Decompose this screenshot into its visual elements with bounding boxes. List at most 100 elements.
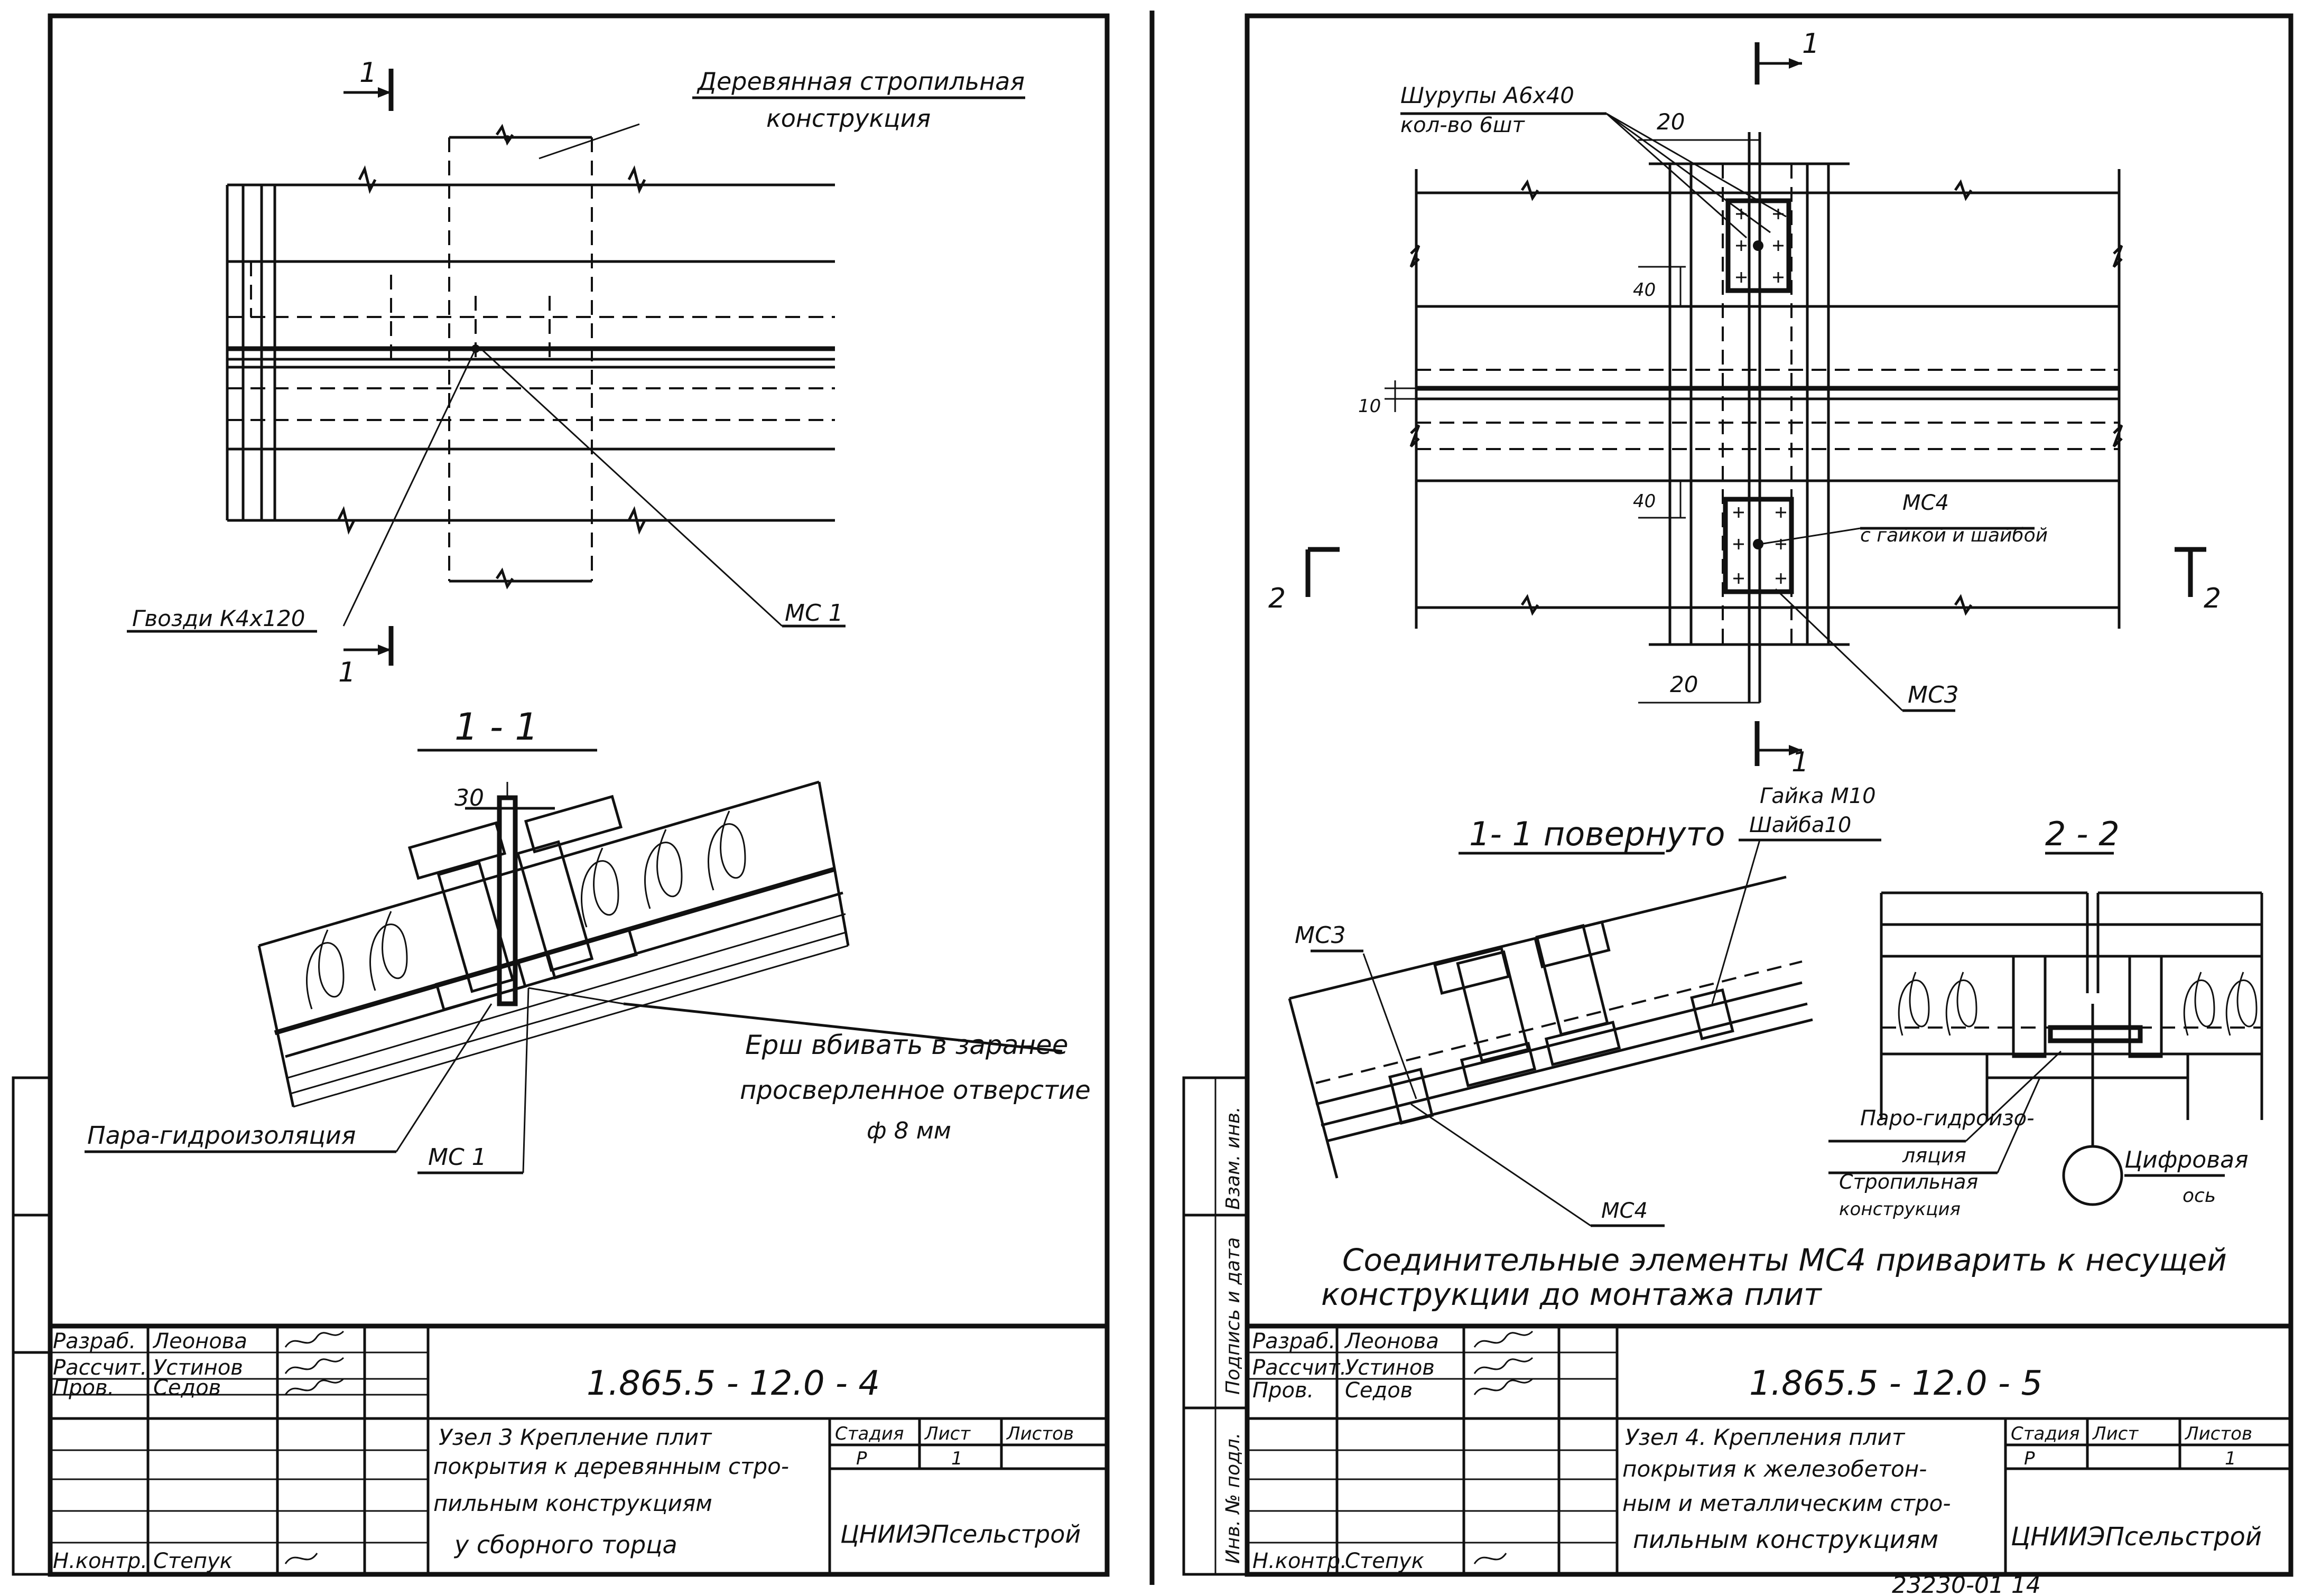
left-section-1-1	[85, 749, 1063, 1174]
left-plan-view	[127, 69, 1025, 666]
left-stamp-name-check: Седов	[153, 1376, 221, 1400]
left-dim-30: 30	[454, 785, 484, 811]
left-stamp-role-check: Пров.	[53, 1376, 114, 1400]
right-archive-number: 23230-01 14	[1892, 1572, 2041, 1596]
left-stamp-name-calc: Устинов	[153, 1356, 243, 1380]
right-label-rafter2: конструкция	[1839, 1199, 1961, 1220]
right-stamp-org: ЦНИИЭПсельстрой	[2011, 1522, 2262, 1552]
right-side-label-3: Инв. № подл.	[1222, 1433, 1244, 1564]
right-cut-2-right: 2	[2204, 583, 2221, 614]
left-label-mc1-plan: МС 1	[785, 600, 843, 627]
right-section-1-1	[1288, 838, 1881, 1227]
right-stamp-name-dev: Леонова	[1344, 1329, 1439, 1354]
left-stamp-name-norm: Степук	[153, 1549, 233, 1573]
right-label-mc4b: с гайкой и шайбой	[1860, 525, 2048, 546]
right-label-nut2: Шайба10	[1749, 813, 1851, 837]
left-label-nails: Гвозди К4х120	[132, 605, 305, 631]
right-stamp-col-stage: Стадия	[2011, 1423, 2079, 1444]
left-stamp-desc1: Узел 3 Крепление плит	[439, 1424, 712, 1450]
left-stamp-desc3: пильным конструкциям	[433, 1490, 712, 1516]
left-signature-2	[284, 1357, 345, 1374]
right-signature-3	[1473, 1378, 1534, 1395]
left-stamp-role-dev: Разраб.	[53, 1329, 136, 1354]
right-stamp-col-sheets: Листов	[2184, 1423, 2252, 1444]
right-frame	[1245, 13, 2293, 1577]
right-stamp-code: 1.865.5 - 12.0 - 5	[1749, 1364, 2042, 1403]
right-dim-40a: 40	[1633, 279, 1656, 301]
right-dim-10: 10	[1358, 396, 1381, 417]
left-stamp-role-norm: Н.контр.	[53, 1549, 147, 1573]
left-label-rafter: Деревянная стропильная	[697, 67, 1025, 96]
right-dim-20-top: 20	[1657, 109, 1685, 135]
right-stamp-desc2: покрытия к железобетон-	[1622, 1456, 1927, 1482]
right-signature-2	[1473, 1357, 1534, 1374]
left-frame	[48, 13, 1110, 1577]
right-plate-bottom	[1723, 497, 1794, 594]
right-section1-title: 1- 1 повернуто	[1469, 815, 1725, 853]
left-stamp-stage: Р	[856, 1448, 867, 1469]
left-stamp-desc2: покрытия к деревянным стро-	[433, 1453, 789, 1479]
right-stamp-sheet: 1	[2225, 1448, 2236, 1469]
right-stamp-role-check: Пров.	[1252, 1378, 1314, 1403]
left-stamp-code: 1.865.5 - 12.0 - 4	[587, 1364, 880, 1403]
right-label-mc3: МС3	[1908, 682, 1959, 708]
left-stamp-col-stage: Стадия	[835, 1423, 904, 1444]
left-label-ersh2: просверленное отверстие	[740, 1076, 1091, 1105]
right-stamp-role-dev: Разраб.	[1252, 1329, 1335, 1354]
left-title-block	[50, 1323, 1107, 1574]
right-note-line2: конструкции до монтажа плит	[1321, 1276, 1823, 1312]
left-stamp-desc4: у сборного торца	[453, 1530, 677, 1559]
right-section-2-2	[1828, 852, 2263, 1206]
left-cut-bottom: 1	[338, 657, 356, 688]
right-stamp-stage: Р	[2024, 1448, 2035, 1469]
right-side-label-1: Взам. инв.	[1222, 1106, 1244, 1210]
right-axis-circle	[2062, 1145, 2123, 1206]
left-label-rafter2: конструкция	[766, 104, 931, 133]
left-signature-4	[284, 1553, 318, 1564]
right-stamp-col-sheet: Лист	[2092, 1423, 2139, 1444]
right-signature-1	[1473, 1330, 1534, 1348]
left-stamp-role-calc: Рассчит.	[53, 1356, 147, 1380]
right-label-screws2: кол-во 6шт	[1400, 113, 1525, 137]
right-stamp-desc3: ным и металлическим стро-	[1622, 1490, 1951, 1516]
left-section-title: 1 - 1	[454, 705, 538, 749]
right-dim-40b: 40	[1633, 491, 1656, 512]
left-cut-top: 1	[359, 57, 377, 89]
left-label-ersh3: ф 8 мм	[867, 1117, 951, 1144]
right-side-label-2: Подпись и дата	[1222, 1237, 1244, 1395]
right-stamp-name-calc: Устинов	[1345, 1356, 1435, 1380]
right-note-line1: Соединительные элементы МС4 приварить к …	[1342, 1242, 2227, 1278]
right-label-nut1: Гайка М10	[1760, 784, 1876, 808]
right-sec1-label-mc3: МС3	[1295, 922, 1346, 949]
right-section2-title: 2 - 2	[2045, 815, 2120, 853]
right-signature-4	[1473, 1553, 1507, 1564]
left-signature-1	[284, 1330, 345, 1348]
right-label-axis1: Цифровая	[2124, 1146, 2249, 1173]
left-stamp-org: ЦНИИЭПсельстрой	[840, 1520, 1081, 1548]
left-stamp-col-sheet: Лист	[924, 1423, 971, 1444]
right-cut-1-top: 1	[1802, 28, 1819, 60]
left-label-vapor: Пара-гидроизоляция	[87, 1121, 356, 1150]
left-stamp-col-sheets: Листов	[1006, 1423, 1074, 1444]
left-margin-box	[12, 1076, 52, 1576]
right-stamp-role-calc: Рассчит.	[1252, 1356, 1346, 1380]
right-label-axis2: ось	[2183, 1185, 2216, 1207]
left-sheet: Деревянная стропильная конструкция Гвозд…	[12, 13, 1110, 1577]
left-label-ersh1: Ерш вбивать в заранее	[745, 1030, 1069, 1060]
right-label-vapor2: ляция	[1902, 1144, 1966, 1167]
right-plan-view	[1305, 42, 2206, 766]
right-title-block	[1247, 1323, 2291, 1574]
left-signature-3	[284, 1378, 345, 1395]
right-label-vapor1: Паро-гидроизо-	[1860, 1106, 2035, 1131]
left-stamp-name-dev: Леонова	[152, 1329, 247, 1354]
right-stamp-name-check: Седов	[1345, 1378, 1413, 1403]
right-stamp-name-norm: Степук	[1345, 1549, 1424, 1573]
left-label-mc1-section: МС 1	[428, 1144, 487, 1171]
right-stamp-desc1: Узел 4. Крепления плит	[1625, 1424, 1906, 1450]
right-sheet: Шурупы А6х40 кол-во 6шт 20 40 10 40 20 М…	[1182, 13, 2293, 1596]
right-sec1-label-mc4: МС4	[1601, 1199, 1648, 1223]
right-stamp-desc4: пильным конструкциям	[1633, 1525, 1938, 1554]
right-stamp-role-norm: Н.контр.	[1252, 1549, 1347, 1573]
right-cut-2-left: 2	[1268, 583, 1286, 614]
